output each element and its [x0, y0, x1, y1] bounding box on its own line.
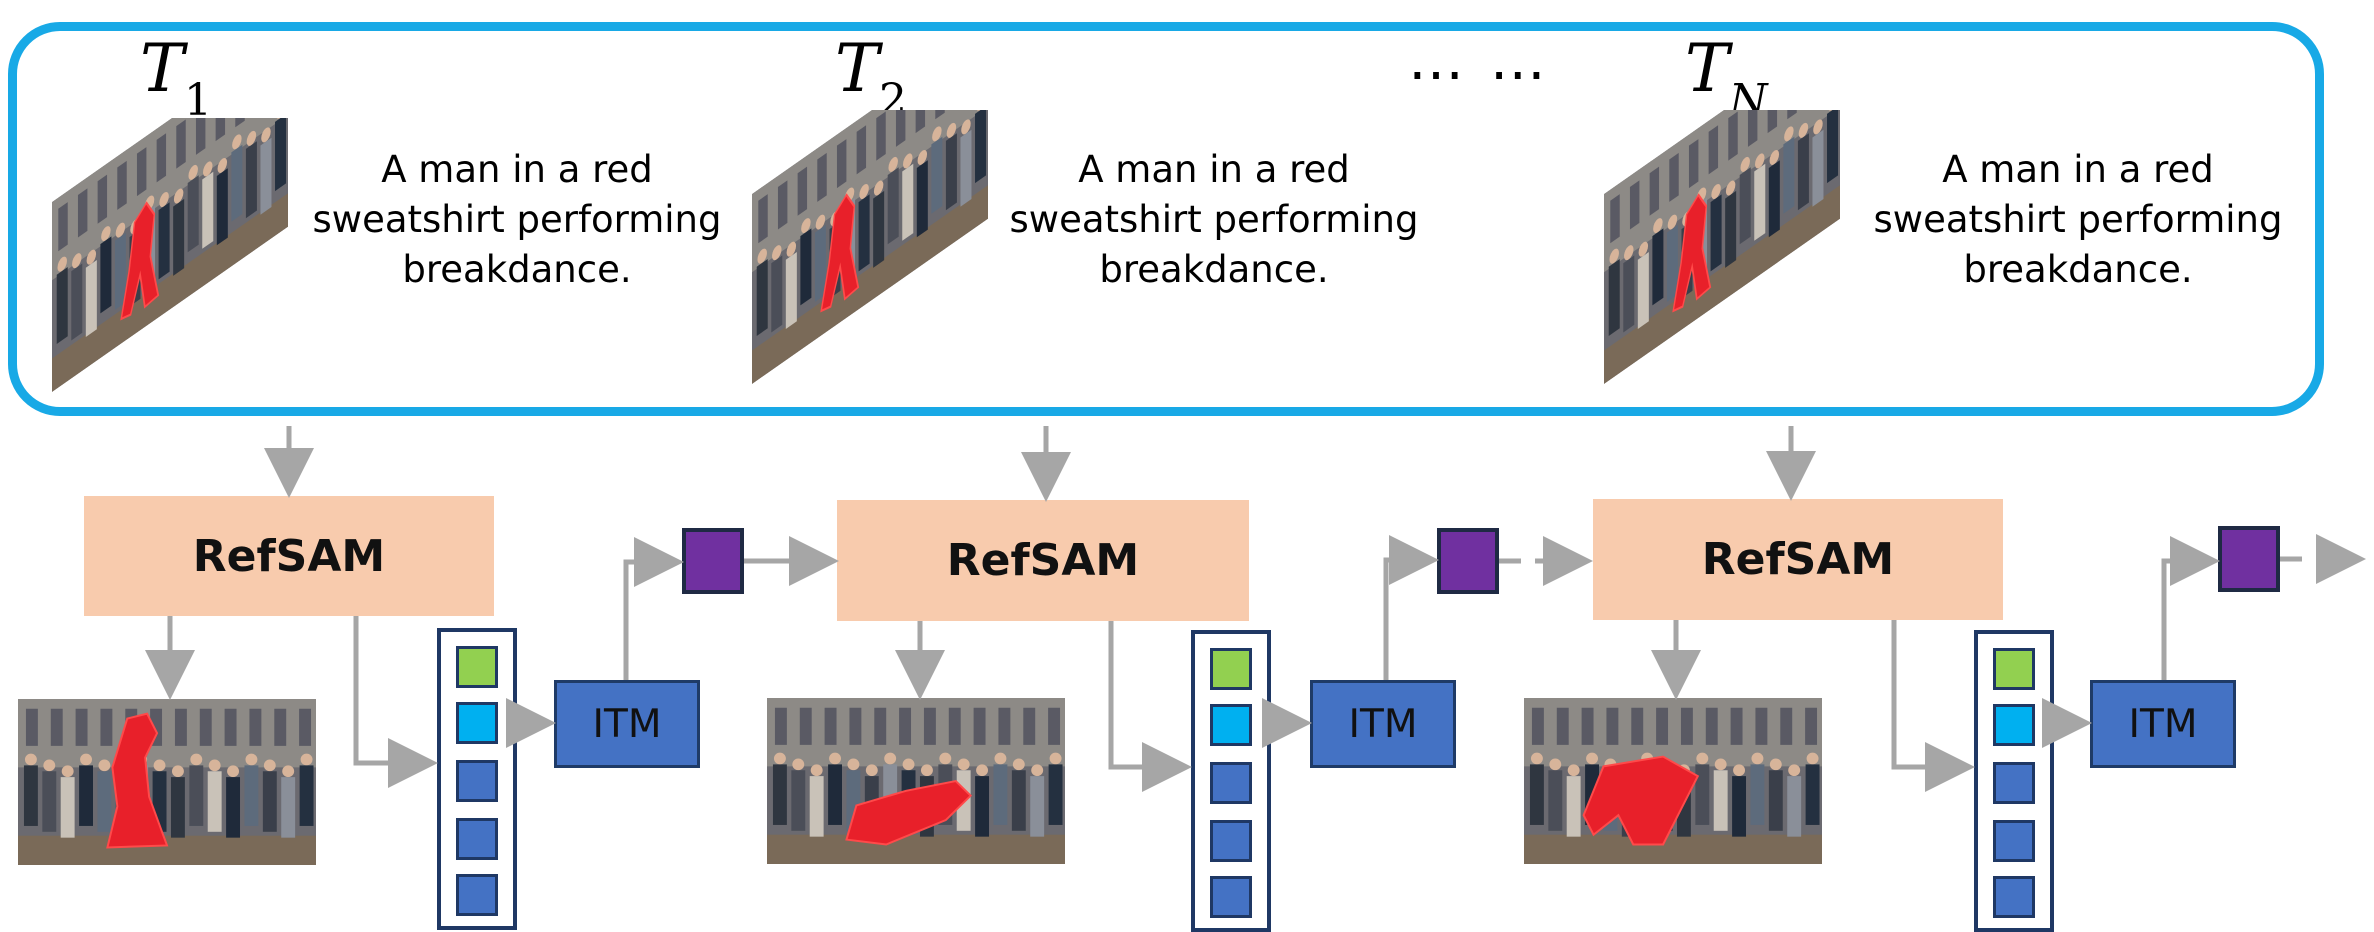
- frame-caption-n: A man in a red sweatshirt performing bre…: [1873, 148, 2283, 291]
- refsam-block-2: RefSAM: [837, 500, 1249, 621]
- segmentation-output-n: [1524, 698, 1822, 864]
- frame-thumbnail-n: [1604, 110, 1840, 384]
- output-token-2: [1437, 528, 1499, 594]
- token-cyan: [1993, 704, 2035, 746]
- arrow-itm-to-output-n: [2161, 536, 2220, 680]
- frame-caption-2: A man in a red sweatshirt performing bre…: [1009, 148, 1419, 291]
- token-green: [456, 646, 498, 688]
- arrow-refsam-to-tokens-n: [1891, 620, 1975, 792]
- token-blue: [1993, 820, 2035, 862]
- token-blue: [456, 760, 498, 802]
- arrow-refsam-to-tokens-2: [1108, 621, 1192, 792]
- token-blue: [456, 818, 498, 860]
- token-stack-2: [1191, 630, 1271, 932]
- segmentation-output-2: [767, 698, 1065, 864]
- refsam-block-1: RefSAM: [84, 496, 494, 616]
- itm-block-2: ITM: [1310, 680, 1456, 768]
- arrow-itm-to-output-2: [1383, 535, 1439, 680]
- token-cyan: [1210, 704, 1252, 746]
- ellipsis: ⋯ ⋯: [1408, 42, 1550, 107]
- token-blue: [456, 874, 498, 916]
- itm-block-1: ITM: [554, 680, 700, 768]
- token-stack-n: [1974, 630, 2054, 932]
- arrow-refsam-to-tokens-1: [353, 616, 438, 788]
- token-blue: [1993, 876, 2035, 918]
- token-green: [1993, 648, 2035, 690]
- token-green: [1210, 648, 1252, 690]
- frame-caption-1: A man in a red sweatshirt performing bre…: [312, 148, 722, 291]
- output-token-n: [2218, 526, 2280, 592]
- arrow-itm-to-output-1: [623, 537, 684, 680]
- input-frames-container: [8, 22, 2324, 416]
- frame-label-t1: T1: [140, 30, 213, 127]
- token-blue: [1210, 820, 1252, 862]
- token-blue: [1993, 762, 2035, 804]
- itm-block-n: ITM: [2090, 680, 2236, 768]
- frame-thumbnail-1: [52, 118, 288, 392]
- refsam-block-n: RefSAM: [1593, 499, 2003, 620]
- token-blue: [1210, 762, 1252, 804]
- frame-thumbnail-2: [752, 110, 988, 384]
- output-token-1: [682, 528, 744, 594]
- segmentation-output-1: [18, 699, 316, 865]
- token-blue: [1210, 876, 1252, 918]
- token-stack-1: [437, 628, 517, 930]
- token-cyan: [456, 702, 498, 744]
